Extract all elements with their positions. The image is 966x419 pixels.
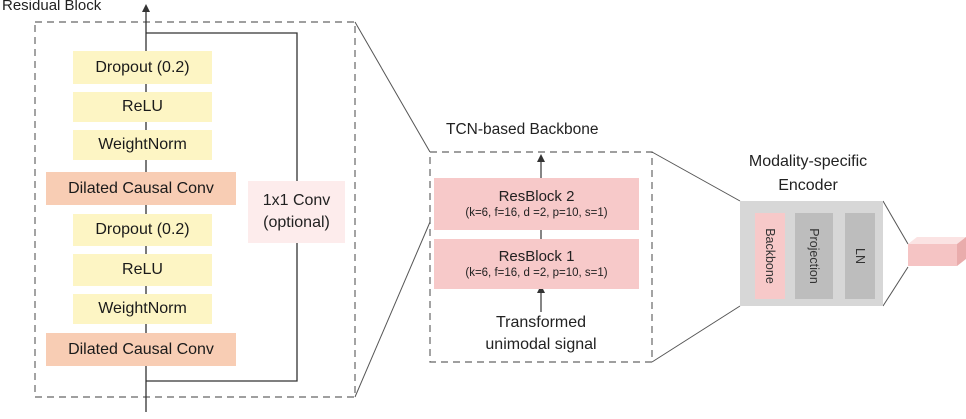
layer-dilated-conv-top: Dilated Causal Conv [46, 172, 236, 205]
encoder-projection: Projection [795, 213, 833, 299]
residual-block-frame [34, 21, 356, 398]
encoder-projection-label: Projection [807, 228, 821, 284]
resblock-2: ResBlock 2 (k=6, f=16, d =2, p=10, s=1) [434, 178, 639, 230]
zoom-line-top [354, 21, 431, 153]
encoder-title-line-1: Modality-specific [748, 153, 868, 170]
layer-weightnorm-top: WeightNorm [73, 130, 212, 160]
encoder-ln-label: LN [852, 248, 867, 264]
layer-relu-top: ReLU [73, 92, 212, 122]
layer-dropout-bottom: Dropout (0.2) [73, 214, 212, 246]
encoder-backbone-label: Backbone [763, 228, 778, 284]
backbone-input-label: Transformed unimodal signal [441, 312, 641, 356]
conv-optional-label: (optional) [263, 214, 330, 231]
encoder-ln: LN [845, 213, 875, 299]
input-line-1: Transformed [495, 314, 587, 331]
resblock-1-name: ResBlock 1 [498, 247, 575, 265]
layer-relu-bottom: ReLU [73, 254, 212, 286]
resblock-2-name: ResBlock 2 [498, 187, 575, 205]
backbone-frame [429, 151, 653, 363]
conv-1x1-label: 1x1 Conv [262, 192, 331, 209]
zoom-line-bottom [354, 221, 431, 398]
resblock-1: ResBlock 1 (k=6, f=16, d =2, p=10, s=1) [434, 239, 639, 289]
layer-weightnorm-bottom: WeightNorm [73, 294, 212, 324]
conv-1x1-optional: 1x1 Conv (optional) [248, 181, 345, 243]
zoom-line-enc-bottom [651, 305, 741, 363]
residual-block-title: Residual Block [2, 0, 102, 14]
encoder-backbone: Backbone [755, 213, 785, 299]
zoom-line-enc-top [651, 151, 741, 202]
resblock-1-params: (k=6, f=16, d =2, p=10, s=1) [465, 266, 608, 279]
input-line-2: unimodal signal [485, 336, 597, 353]
encoder-title-line-2: Encoder [778, 177, 838, 194]
layer-dilated-conv-bottom: Dilated Causal Conv [46, 333, 236, 366]
backbone-title: TCN-based Backbone [446, 121, 599, 138]
resblock-2-params: (k=6, f=16, d =2, p=10, s=1) [465, 206, 608, 219]
output-embedding-block [908, 237, 966, 266]
encoder-title: Modality-specific Encoder [723, 150, 893, 198]
layer-dropout-top: Dropout (0.2) [73, 51, 212, 84]
